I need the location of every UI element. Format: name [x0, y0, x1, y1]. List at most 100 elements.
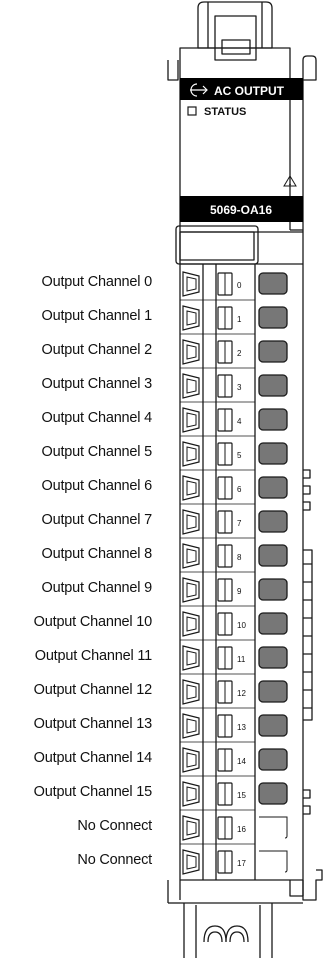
wire-entry[interactable] — [182, 543, 200, 569]
terminal-number: 7 — [237, 519, 242, 528]
wire-entry[interactable] — [182, 509, 200, 535]
wire-entry-inner — [186, 684, 197, 700]
terminal-number: 11 — [237, 655, 246, 664]
terminal-number: 9 — [237, 587, 242, 596]
terminal-row: 2 — [180, 339, 288, 369]
wire-entry-inner — [186, 616, 197, 632]
channel-led-indicator — [258, 782, 288, 805]
catalog-number: 5069-OA16 — [210, 203, 272, 217]
channel-led-indicator — [258, 714, 288, 737]
terminal-row: 7 — [180, 509, 288, 539]
terminal-number: 10 — [237, 621, 246, 630]
wire-entry[interactable] — [182, 645, 200, 671]
terminal-number: 12 — [237, 689, 246, 698]
wire-entry-inner — [186, 820, 197, 836]
channel-label-3: Output Channel 3 — [41, 376, 153, 392]
terminal-number: 15 — [237, 791, 246, 800]
terminal-number: 0 — [237, 281, 242, 290]
channel-label-column: Output Channel 0 Output Channel 1 Output C… — [0, 0, 153, 958]
wire-entry[interactable] — [182, 475, 200, 501]
wire-entry[interactable] — [182, 305, 200, 331]
channel-label-12: Output Channel 12 — [33, 682, 153, 698]
channel-led-indicator — [258, 748, 288, 771]
wire-entry-inner — [186, 446, 197, 462]
catalog-panel: 5069-OA16 — [180, 196, 303, 222]
no-connect-label: No Connect — [77, 818, 152, 834]
channel-label-8: Output Channel 8 — [41, 546, 153, 562]
channel-label-7: Output Channel 7 — [41, 512, 153, 528]
wire-entry-inner — [186, 718, 197, 734]
channel-label-2: Output Channel 2 — [41, 342, 153, 358]
status-row: STATUS — [187, 106, 246, 118]
wire-entry[interactable] — [182, 577, 200, 603]
channel-label-6: Output Channel 6 — [41, 478, 153, 494]
terminal-row: 14 — [180, 747, 288, 777]
wire-entry[interactable] — [182, 849, 200, 875]
wire-entry[interactable] — [182, 611, 200, 637]
channel-led-indicator — [258, 680, 288, 703]
top-latch — [197, 1, 273, 61]
wire-entry-inner — [186, 412, 197, 428]
terminal-row: 6 — [180, 475, 288, 505]
terminal-number: 2 — [237, 349, 242, 358]
terminal-number: 13 — [237, 723, 246, 732]
terminal-row: 4 — [180, 407, 288, 437]
channel-led-indicator — [258, 476, 288, 499]
channel-led-indicator — [258, 646, 288, 669]
channel-label-15: Output Channel 15 — [33, 784, 153, 800]
channel-led-indicator — [258, 374, 288, 397]
terminal-row: 12 — [180, 679, 288, 709]
terminal-row: 16 — [180, 815, 288, 845]
channel-label-13: Output Channel 13 — [33, 716, 153, 732]
channel-label-9: Output Channel 9 — [41, 580, 153, 596]
header-title: AC OUTPUT — [214, 84, 285, 98]
channel-led-indicator — [258, 272, 288, 295]
wire-entry-inner — [186, 514, 197, 530]
wire-entry[interactable] — [182, 373, 200, 399]
terminal-row: 13 — [180, 713, 288, 743]
empty-led-slot — [259, 816, 288, 839]
terminal-row: 1 — [180, 305, 288, 335]
terminal-number: 6 — [237, 485, 242, 494]
wire-entry[interactable] — [182, 271, 200, 297]
channel-label-0: Output Channel 0 — [41, 274, 153, 290]
terminal-number: 14 — [237, 757, 246, 766]
wire-entry[interactable] — [182, 339, 200, 365]
warning-triangle-icon — [283, 175, 297, 187]
terminal-number: 3 — [237, 383, 242, 392]
empty-led-slot — [259, 850, 288, 873]
wire-entry[interactable] — [182, 679, 200, 705]
channel-led-indicator — [258, 544, 288, 567]
terminal-row: 9 — [180, 577, 288, 607]
terminal-number: 16 — [237, 825, 246, 834]
channel-led-indicator — [258, 408, 288, 431]
wire-entry[interactable] — [182, 747, 200, 773]
channel-label-10: Output Channel 10 — [33, 614, 153, 630]
terminal-row: 0 — [180, 271, 288, 301]
module-body-outline — [179, 47, 291, 62]
terminal-row: 17 — [182, 849, 288, 875]
channel-led-indicator — [258, 442, 288, 465]
wire-entry-inner — [186, 480, 197, 496]
channel-label-11: Output Channel 11 — [34, 648, 152, 664]
channel-label-1: Output Channel 1 — [41, 308, 153, 324]
square-icon — [187, 106, 197, 116]
channel-label-4: Output Channel 4 — [41, 410, 153, 426]
wire-entry[interactable] — [182, 407, 200, 433]
terminal-number: 1 — [237, 315, 242, 324]
wire-entry-inner — [186, 310, 197, 326]
wire-entry-inner — [186, 548, 197, 564]
terminal-row: 5 — [180, 441, 288, 471]
wire-entry[interactable] — [182, 713, 200, 739]
wire-entry-inner — [186, 378, 197, 394]
wire-entry[interactable] — [182, 815, 200, 841]
terminal-row: 8 — [180, 543, 288, 573]
wire-entry-inner — [186, 276, 197, 292]
arrow-in-circle-icon — [190, 83, 208, 97]
channel-label-5: Output Channel 5 — [41, 444, 153, 460]
channel-led-indicator — [258, 510, 288, 533]
wire-entry[interactable] — [182, 781, 200, 807]
wire-entry[interactable] — [182, 441, 200, 467]
wire-entry-inner — [186, 344, 197, 360]
